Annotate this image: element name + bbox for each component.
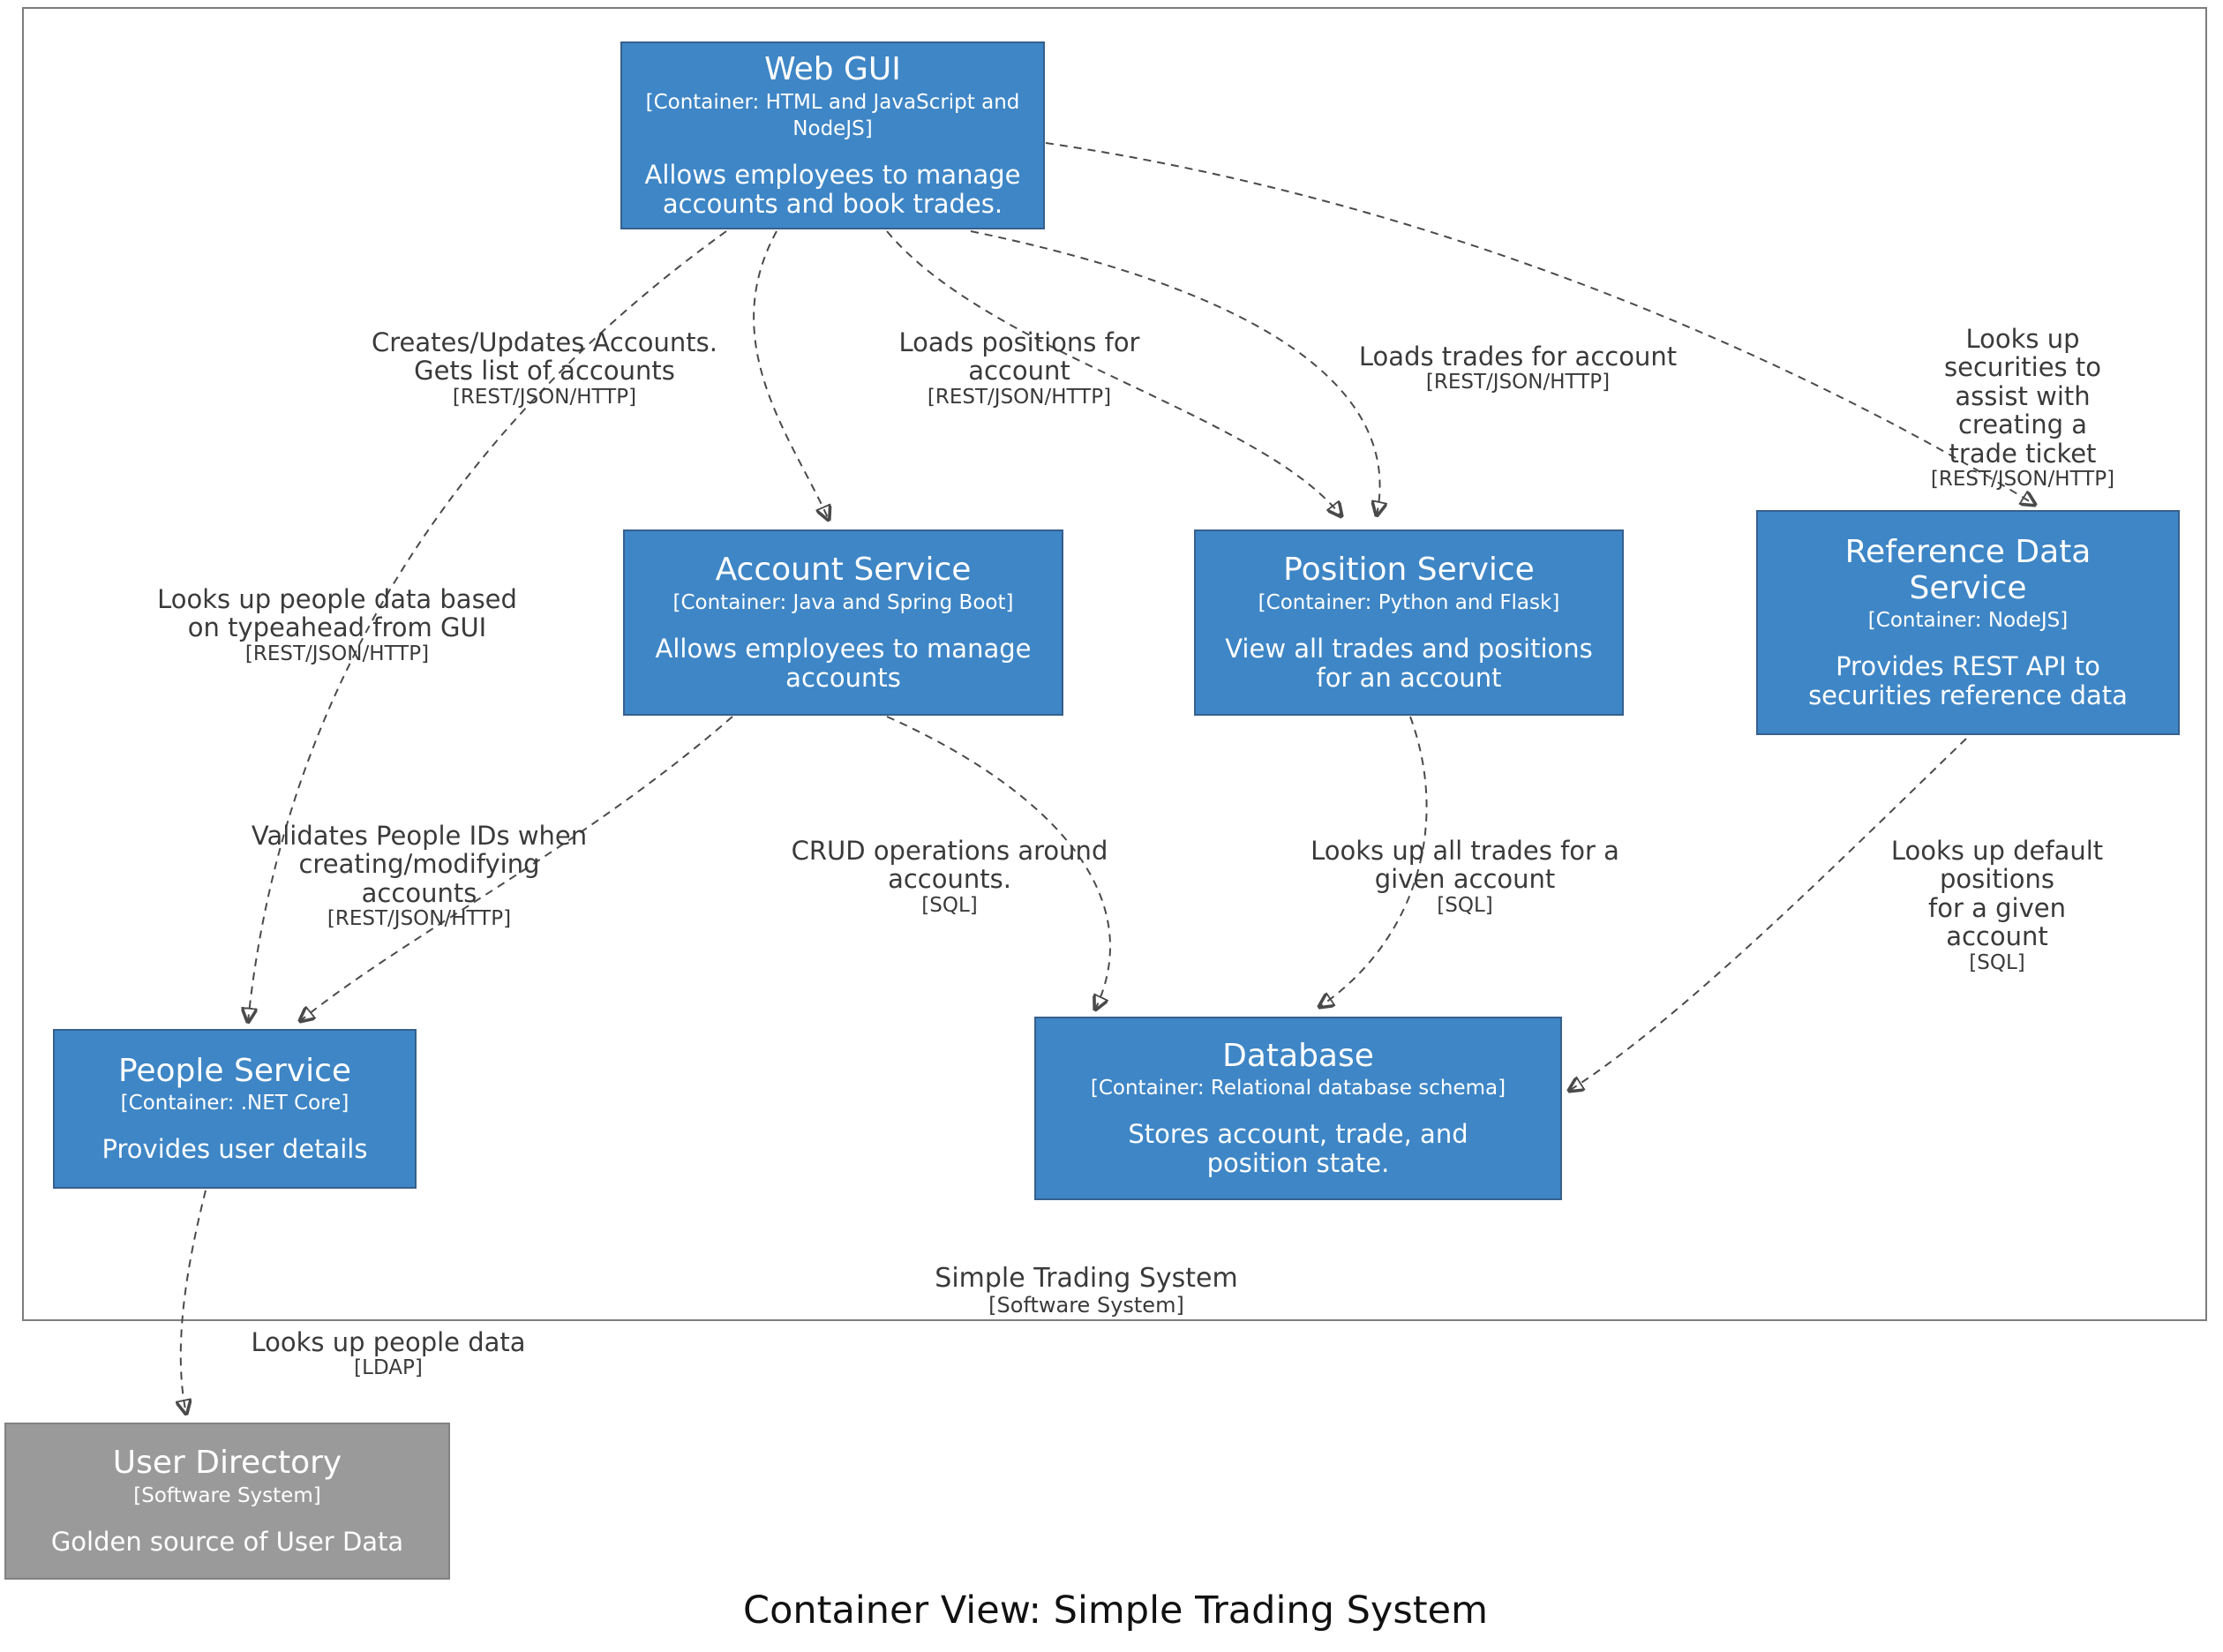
- node-description: Golden source of User Data: [50, 1526, 404, 1557]
- node-meta: [Container: Python and Flask]: [1258, 590, 1560, 614]
- node-position-service: Position Service [Container: Python and …: [1194, 529, 1624, 716]
- edge-label-tech: [SQL]: [1437, 893, 1493, 917]
- edge-label-tech: [LDAP]: [354, 1356, 423, 1380]
- edge-label-text: Creates/Updates Accounts. Gets list of a…: [371, 327, 718, 387]
- edge-label-text: CRUD operations around accounts.: [791, 836, 1108, 895]
- node-people-service: People Service [Container: .NET Core] Pr…: [53, 1029, 417, 1189]
- boundary-label: Simple Trading System [Software System]: [935, 1264, 1237, 1318]
- edge-label-text: Looks up people data: [251, 1327, 526, 1357]
- boundary-name: Simple Trading System: [935, 1263, 1238, 1294]
- node-account-service: Account Service [Container: Java and Spr…: [623, 529, 1063, 716]
- edge-label-crud-operations: CRUD operations around accounts. [SQL]: [792, 837, 1108, 919]
- edge-label-text: Validates People IDs when creating/modif…: [251, 821, 588, 908]
- node-title: Reference Data Service: [1844, 534, 2092, 606]
- node-meta: [Container: NodeJS]: [1867, 608, 2069, 632]
- node-user-directory: User Directory [Software System] Golden …: [4, 1423, 450, 1580]
- edge-label-text: Looks up default positions for a given a…: [1890, 836, 2104, 952]
- edge-label-looks-up-all-trades: Looks up all trades for a given account …: [1311, 837, 1619, 919]
- node-meta: [Container: .NET Core]: [120, 1092, 349, 1115]
- node-description: View all trades and positions for an acc…: [1225, 633, 1593, 693]
- edge-label-creates-updates-accounts: Creates/Updates Accounts. Gets list of a…: [372, 328, 717, 410]
- node-title: Position Service: [1283, 552, 1535, 589]
- edge-label-tech: [REST/JSON/HTTP]: [452, 385, 637, 409]
- node-description: Allows employees to manage accounts: [655, 633, 1032, 693]
- node-description: Stores account, trade, and position stat…: [1128, 1119, 1468, 1179]
- node-meta: [Container: Java and Spring Boot]: [672, 590, 1014, 614]
- edge-label-text: Looks up securities to assist with creat…: [1944, 324, 2101, 469]
- node-description: Provides user details: [101, 1134, 368, 1165]
- edge-label-text: Loads positions for account: [898, 327, 1140, 387]
- node-database: Database [Container: Relational database…: [1034, 1017, 1562, 1200]
- node-title: Database: [1222, 1037, 1374, 1074]
- edge-label-loads-trades: Loads trades for account [REST/JSON/HTTP…: [1359, 342, 1677, 395]
- node-description: Allows employees to manage accounts and …: [644, 159, 1021, 219]
- edge-label-looks-up-people-data: Looks up people data [LDAP]: [251, 1328, 525, 1381]
- node-meta: [Software System]: [133, 1483, 321, 1507]
- edge-label-tech: [SQL]: [1969, 950, 2025, 974]
- edge-label-text: Looks up all trades for a given account: [1311, 836, 1619, 895]
- node-description: Provides REST API to securities referenc…: [1808, 650, 2128, 710]
- edge-label-tech: [SQL]: [921, 893, 978, 917]
- node-reference-data-service: Reference Data Service [Container: NodeJ…: [1756, 510, 2180, 735]
- node-web-gui: Web GUI [Container: HTML and JavaScript …: [620, 41, 1045, 229]
- node-meta: [Container: HTML and JavaScript and Node…: [645, 90, 1020, 140]
- edge-label-validates-people-ids: Validates People IDs when creating/modif…: [252, 822, 587, 932]
- edge-label-text: Loads trades for account: [1358, 342, 1678, 372]
- node-title: Account Service: [715, 552, 972, 589]
- edge-label-tech: [REST/JSON/HTTP]: [244, 642, 430, 665]
- edge-label-looks-up-default-positions: Looks up default positions for a given a…: [1884, 837, 2110, 975]
- diagram-title: Container View: Simple Trading System: [743, 1588, 1488, 1633]
- edge-label-tech: [REST/JSON/HTTP]: [1930, 468, 2115, 492]
- edge-label-looks-up-securities: Looks up securities to assist with creat…: [1923, 325, 2123, 492]
- edge-label-loads-positions: Loads positions for account [REST/JSON/H…: [899, 328, 1140, 410]
- node-meta: [Container: Relational database schema]: [1090, 1077, 1506, 1100]
- edge-label-people-typeahead: Looks up people data based on typeahead …: [157, 585, 517, 667]
- edge-label-tech: [REST/JSON/HTTP]: [927, 385, 1112, 409]
- edge-label-tech: [REST/JSON/HTTP]: [327, 907, 512, 931]
- node-title: Web GUI: [764, 51, 901, 88]
- boundary-meta: [Software System]: [988, 1293, 1184, 1318]
- node-title: People Service: [117, 1052, 352, 1089]
- edge-label-tech: [REST/JSON/HTTP]: [1425, 371, 1611, 394]
- edge-label-text: Looks up people data based on typeahead …: [157, 584, 517, 643]
- node-title: User Directory: [112, 1445, 342, 1482]
